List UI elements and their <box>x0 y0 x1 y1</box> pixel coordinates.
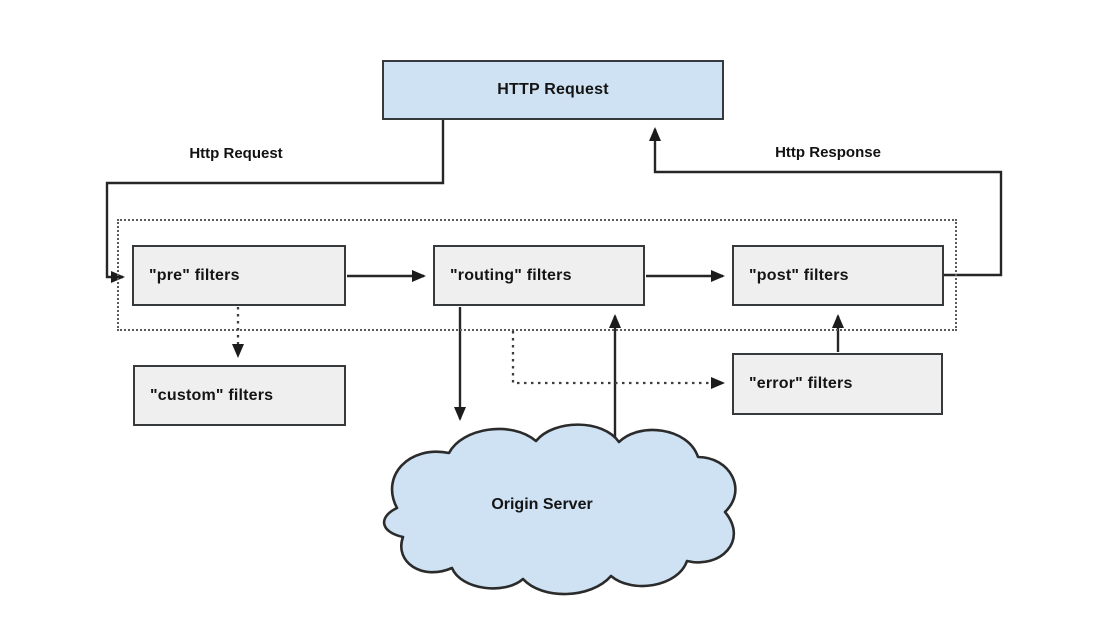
node-error-filters-label: "error" filters <box>749 375 853 392</box>
edge-label-http-response: Http Response <box>775 144 881 161</box>
node-post-filters-label: "post" filters <box>749 266 849 284</box>
node-http-request-label: HTTP Request <box>497 81 609 98</box>
node-pre-filters: "pre" filters <box>132 245 346 306</box>
edge-label-http-request: Http Request <box>189 145 283 162</box>
node-routing-filters: "routing" filters <box>433 245 645 306</box>
connector-to-error-dotted <box>511 331 725 389</box>
node-custom-filters: "custom" filters <box>133 365 346 426</box>
filters-dotted-container <box>117 219 957 331</box>
node-post-filters: "post" filters <box>732 245 944 306</box>
node-custom-filters-label: "custom" filters <box>150 386 274 404</box>
node-routing-filters-label: "routing" filters <box>450 266 572 284</box>
node-pre-filters-label: "pre" filters <box>149 266 240 284</box>
origin-server-label: Origin Server <box>491 496 593 513</box>
node-error-filters: "error" filters <box>732 353 943 415</box>
node-http-request: HTTP Request <box>382 60 724 120</box>
